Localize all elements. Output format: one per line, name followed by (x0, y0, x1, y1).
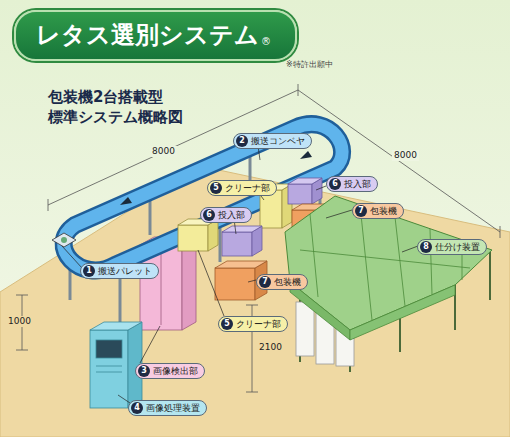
part-name: 包装機 (274, 277, 301, 288)
callout-tag: 3画像検出部 (135, 363, 205, 379)
callout-tag: 2搬送コンベヤ (233, 133, 312, 149)
callout-number: 1 (83, 265, 95, 277)
dimension-lines (16, 84, 500, 392)
dimension-value: 1000 (6, 316, 33, 327)
part-name: 画像処理装置 (146, 403, 200, 414)
part-name: 包装機 (370, 206, 397, 217)
callout-number: 6 (203, 209, 215, 221)
callout-number: 6 (329, 178, 341, 190)
leader-lines (62, 146, 418, 403)
part-name: 投入部 (218, 210, 245, 221)
part-name: 搬送コンベヤ (251, 136, 305, 147)
subtitle: 包装機2台搭載型 (48, 88, 163, 106)
callout-number: 7 (355, 205, 367, 217)
patent-note: ※特許出願中 (286, 60, 333, 70)
callout-tag: 8仕分け装置 (417, 239, 487, 255)
callout-tag: 7包装機 (256, 274, 308, 290)
part-name: 搬送パレット (98, 266, 152, 277)
callout-number: 2 (236, 135, 248, 147)
callout-number: 8 (420, 241, 432, 253)
part-name: クリーナ部 (236, 319, 281, 330)
sorting-device (285, 196, 492, 372)
callout-number: 7 (259, 276, 271, 288)
callout-number: 4 (131, 402, 143, 414)
processing-cabinet (90, 322, 142, 408)
title-banner: レタス選別システム® (14, 10, 297, 61)
callout-tag: 5クリーナ部 (207, 180, 277, 196)
dimension-value: 2100 (257, 342, 284, 353)
part-name: クリーナ部 (225, 183, 270, 194)
callout-number: 5 (210, 182, 222, 194)
part-name: 投入部 (344, 179, 371, 190)
callout-tag: 7包装機 (352, 203, 404, 219)
callout-tag: 6投入部 (326, 176, 378, 192)
callout-tag: 5クリーナ部 (218, 316, 288, 332)
callout-tag: 4画像処理装置 (128, 400, 207, 416)
dimension-value: 8000 (392, 150, 419, 161)
subtitle: 標準システム概略図 (48, 108, 183, 126)
pallet-icon (52, 233, 76, 247)
title-text: レタス選別システム (36, 21, 259, 49)
dimension-value: 8000 (150, 146, 177, 157)
part-name: 仕分け装置 (435, 242, 480, 253)
part-name: 画像検出部 (153, 366, 198, 377)
callout-number: 5 (221, 318, 233, 330)
registered-mark: ® (261, 36, 271, 47)
callout-number: 3 (138, 365, 150, 377)
callout-tag: 1搬送パレット (80, 263, 159, 279)
callout-tag: 6投入部 (200, 207, 252, 223)
